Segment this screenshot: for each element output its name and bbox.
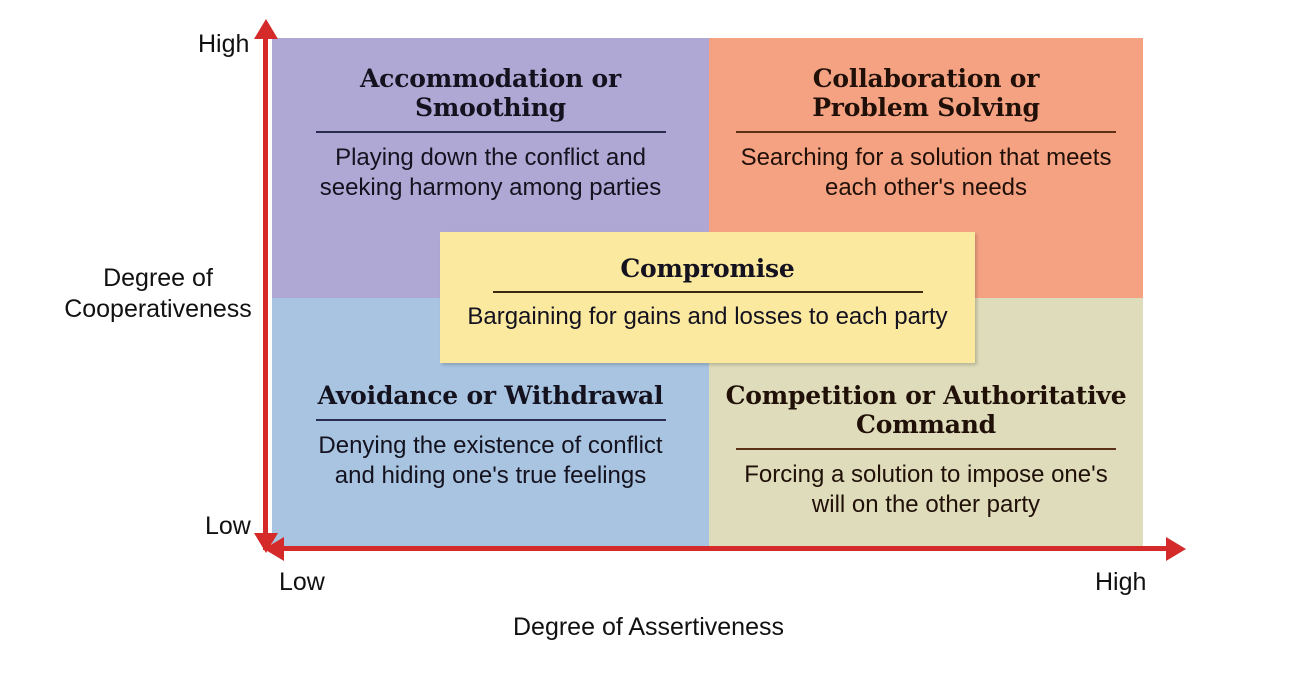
quadrant-description-line2: and hiding one's true feelings [334, 462, 647, 490]
quadrant-title-line1: Accommodation or [359, 64, 622, 93]
y-axis-high-label: High [198, 30, 250, 58]
quadrant-accommodation-or-smoothing: Accommodation or Smoothing Playing down … [272, 38, 709, 298]
title-underline-rule [315, 131, 666, 133]
quadrant-description-line1: Searching for a solution that meets [740, 144, 1112, 171]
quadrant-description: Forcing a solution to impose one's will … [730, 460, 1121, 520]
quadrant-title-line2: Smoothing [415, 93, 566, 122]
quadrant-title: Collaboration or Problem Solving [812, 64, 1040, 122]
quadrant-description-line1: Playing down the conflict and [335, 144, 646, 171]
arrow-up-icon [254, 19, 278, 39]
quadrant-description-line2: seeking harmony among parties [319, 174, 662, 202]
x-axis-title: Degree of Assertiveness [513, 613, 784, 641]
quadrant-description-line1: Forcing a solution to impose one's [744, 461, 1108, 488]
quadrant-title: Competition or Authoritative Command [726, 381, 1127, 439]
quadrant-description-line2: will on the other party [811, 491, 1041, 519]
y-axis-low-label: Low [205, 512, 251, 540]
y-axis-title-line1: Degree of [103, 264, 213, 292]
center-box-description: Bargaining for gains and losses to each … [467, 303, 948, 330]
title-underline-rule [736, 448, 1116, 450]
x-axis-low-label: Low [279, 568, 325, 596]
quadrant-description-line2: each other's needs [824, 174, 1028, 202]
quadrant-title-line1: Competition or Authoritative [725, 381, 1127, 410]
title-underline-rule [492, 291, 923, 293]
quadrant-title-line2: Problem Solving [812, 93, 1040, 122]
title-underline-rule [315, 419, 666, 421]
y-axis-title-line2: Cooperativeness [64, 294, 252, 323]
quadrant-title-line2: Command [856, 410, 996, 439]
quadrant-description: Denying the existence of conflict and hi… [304, 431, 676, 491]
quadrant-title-line1: Avoidance or Withdrawal [317, 381, 664, 410]
quadrant-title: Avoidance or Withdrawal [318, 381, 664, 410]
arrow-left-icon [264, 537, 284, 561]
y-axis-title: Degree of Cooperativeness [58, 263, 258, 324]
quadrant-description: Searching for a solution that meets each… [727, 143, 1126, 203]
quadrant-title: Accommodation or Smoothing [360, 64, 621, 122]
title-underline-rule [736, 131, 1116, 133]
quadrant-description: Playing down the conflict and seeking ha… [306, 143, 676, 203]
x-axis-high-label: High [1095, 568, 1147, 596]
arrow-right-icon [1166, 537, 1186, 561]
center-box-title: Compromise [620, 254, 795, 283]
y-axis-line [263, 32, 268, 550]
quadrant-title-line1: Collaboration or [812, 64, 1040, 93]
center-box-compromise: Compromise Bargaining for gains and loss… [440, 232, 975, 363]
quadrant-description-line1: Denying the existence of conflict [318, 432, 663, 459]
x-axis-line [266, 546, 1174, 551]
